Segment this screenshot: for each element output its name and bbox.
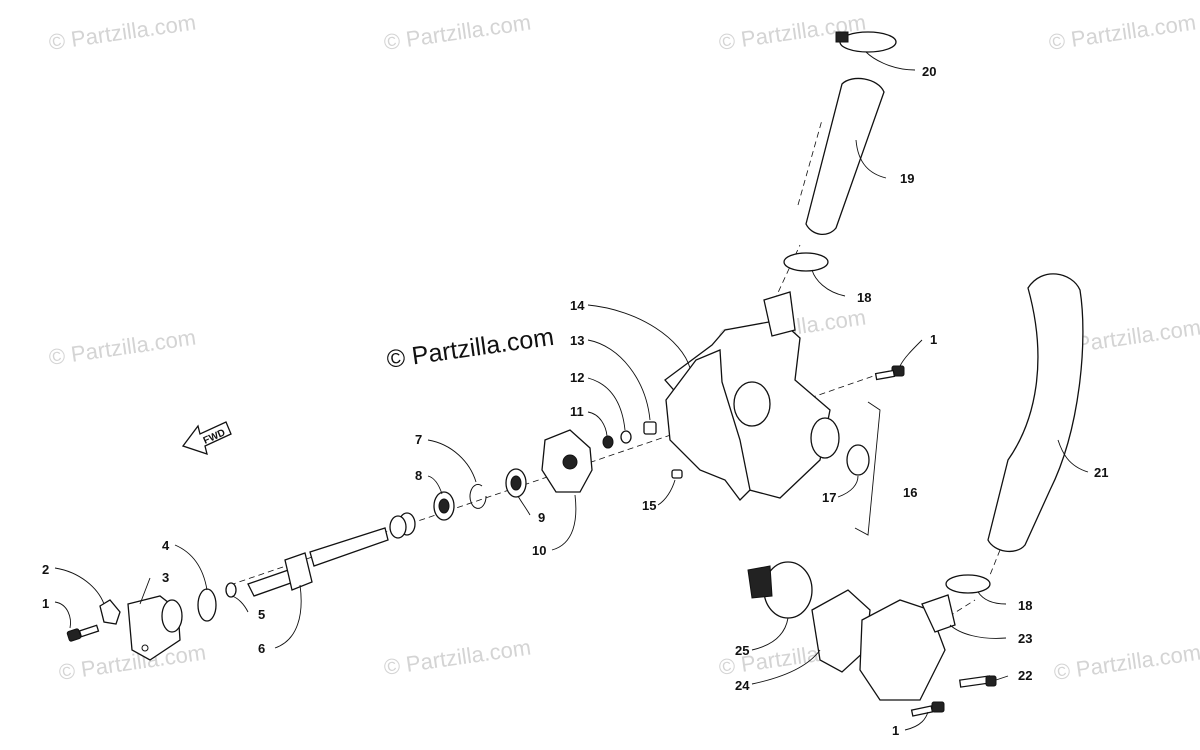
callout-4: 4 (162, 538, 170, 553)
snap-ring-7 (469, 483, 487, 509)
washer-5 (225, 582, 237, 598)
callout-labels: 1 1 1 2 3 4 5 6 7 8 9 10 11 12 13 14 15 … (42, 64, 1108, 738)
callout-3: 3 (162, 570, 169, 585)
callout-13: 13 (570, 333, 584, 348)
callout-7: 7 (415, 432, 422, 447)
o-ring-4 (197, 588, 217, 622)
callout-1-left: 1 (42, 596, 49, 611)
bushing (389, 512, 416, 539)
gasket-14 (665, 349, 751, 501)
callout-11: 11 (570, 404, 584, 419)
callout-16: 16 (903, 485, 917, 500)
callout-19: 19 (900, 171, 914, 186)
callout-25: 25 (735, 643, 749, 658)
callout-20: 20 (922, 64, 936, 79)
watermark-tile: © Partzilla.com (382, 10, 532, 55)
callout-1-upper: 1 (930, 332, 937, 347)
callout-18-lower: 18 (1018, 598, 1032, 613)
bearing-8 (433, 491, 455, 521)
hose-clamp-18-upper (783, 252, 829, 272)
callout-23: 23 (1018, 631, 1032, 646)
watermark-tile: © Partzilla.com (382, 635, 532, 680)
callout-1-bottom: 1 (892, 723, 899, 738)
bracket-16 (854, 401, 881, 536)
thermostat-housing-23 (859, 594, 956, 701)
callout-14: 14 (570, 298, 585, 313)
nut-13 (643, 421, 657, 435)
watermark-main: © Partzilla.com (385, 323, 556, 374)
pump-cover-3 (127, 595, 183, 661)
callout-18-upper: 18 (857, 290, 871, 305)
callout-12: 12 (570, 370, 584, 385)
leader-lines (54, 51, 1089, 731)
fwd-arrow-icon: FWD (181, 421, 232, 455)
washer-12 (620, 430, 632, 444)
callout-10: 10 (532, 543, 546, 558)
fwd-label: FWD (202, 427, 227, 446)
watermark-tile: © Partzilla.com (1047, 10, 1197, 55)
thermostat-25 (747, 561, 813, 619)
bolt-1-left (66, 624, 100, 642)
dowel-15 (671, 469, 683, 479)
callout-15: 15 (642, 498, 656, 513)
callout-22: 22 (1018, 668, 1032, 683)
washer-11 (602, 435, 614, 449)
callout-24: 24 (735, 678, 750, 693)
watermark-layer: © Partzilla.com © Partzilla.com © Partzi… (47, 10, 1200, 685)
hose-19 (805, 77, 885, 235)
callout-8: 8 (415, 468, 422, 483)
watermark-tile: © Partzilla.com (47, 10, 197, 55)
watermark-tile: © Partzilla.com (1052, 640, 1200, 685)
bracket-2 (99, 599, 121, 625)
callout-9: 9 (538, 510, 545, 525)
callout-5: 5 (258, 607, 265, 622)
bolt-1-bottom (910, 701, 945, 717)
hose-21 (987, 273, 1084, 553)
callout-17: 17 (822, 490, 836, 505)
o-ring-17 (846, 444, 870, 476)
impeller-10 (541, 429, 593, 493)
callout-21: 21 (1094, 465, 1108, 480)
bolt-1-upper (874, 365, 905, 381)
hose-clamp-18-lower (945, 574, 991, 594)
callout-2: 2 (42, 562, 49, 577)
watermark-tile: © Partzilla.com (47, 325, 197, 370)
seal-9 (505, 468, 527, 498)
bolt-22 (958, 675, 997, 688)
callout-6: 6 (258, 641, 265, 656)
hose-clamp-20 (835, 31, 897, 53)
pump-shaft-6 (247, 527, 389, 597)
